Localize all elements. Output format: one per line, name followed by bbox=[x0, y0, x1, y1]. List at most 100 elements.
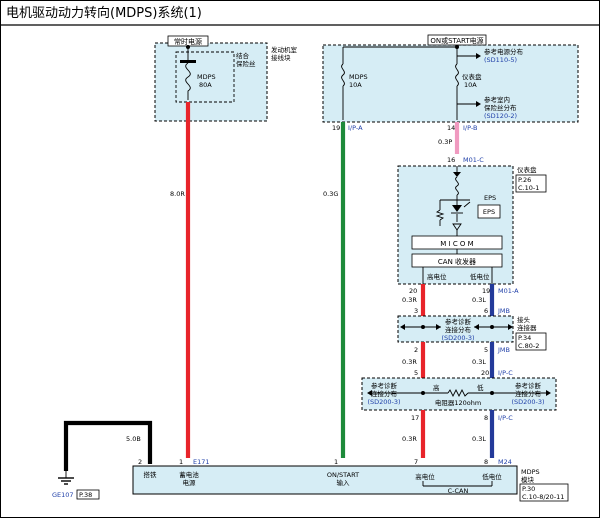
joint-low-node bbox=[490, 325, 494, 329]
mdps-page: P.30 bbox=[522, 485, 535, 493]
wire-0-3g-label: 0.3G bbox=[323, 190, 338, 198]
eps-transistor-icon bbox=[452, 223, 462, 231]
cluster-low-label: 低电位 bbox=[470, 272, 490, 281]
ign-fuse2-rating: 10A bbox=[464, 81, 477, 89]
resistor-right-ref-1: 参考诊断 bbox=[515, 381, 542, 390]
mdps-name-1: MDPS bbox=[521, 468, 540, 476]
pin-ip-a-conn: I/P-A bbox=[348, 124, 363, 132]
ipc-pin-5: 5 bbox=[414, 369, 418, 377]
resistor-left-arrow-icon bbox=[367, 390, 372, 396]
joint-connector-box bbox=[397, 315, 514, 343]
ipc-pin-ip-c-bottom: I/P-C bbox=[498, 414, 513, 422]
mdps-fuse-name: MDPS bbox=[197, 73, 216, 81]
ground-page-box bbox=[76, 489, 100, 500]
engine-junction-block bbox=[154, 42, 268, 122]
ground-page: P.38 bbox=[79, 491, 92, 499]
eps-indicator-text: EPS bbox=[483, 208, 495, 216]
joint-pin-3: 3 bbox=[414, 307, 418, 315]
ign-fuse1-icon bbox=[341, 63, 345, 87]
eps-indicator-box bbox=[477, 204, 501, 219]
wire-8-0r-label: 8.0R bbox=[170, 190, 185, 198]
fuse-combo-label-1: 结合 bbox=[236, 51, 250, 60]
mdps-on-label-1: ON/START bbox=[327, 471, 359, 479]
ign-fuse2-name: 仪表盘 bbox=[462, 72, 482, 81]
mdps-pin-1-power: 1 bbox=[179, 458, 183, 466]
joint-pin-jmb-bottom: JMB bbox=[497, 346, 510, 354]
page-title: 电机驱动动力转向(MDPS)系统(1) bbox=[6, 5, 202, 21]
mdps-pin-1-on: 1 bbox=[334, 458, 338, 466]
cluster-inductor-icon bbox=[455, 176, 459, 196]
wire-0-3p-label: 0.3P bbox=[438, 138, 452, 146]
mdps-pin-7: 7 bbox=[414, 458, 418, 466]
mdps-pin-e171: E171 bbox=[193, 458, 210, 466]
can-high-wire-3-label: 0.3R bbox=[402, 435, 417, 443]
ipc-pin-ip-c-top: I/P-C bbox=[498, 369, 513, 377]
resistor-low-node bbox=[490, 391, 494, 395]
mdps-ground-terminal-label: 搭铁 bbox=[144, 470, 158, 479]
mdps-pin-2: 2 bbox=[138, 458, 142, 466]
ref1-arrow-icon bbox=[476, 53, 481, 59]
can-low-wire-3-label: 0.3L bbox=[472, 435, 486, 443]
ipc-pin-20: 20 bbox=[481, 369, 489, 377]
mdps-module-box bbox=[132, 465, 518, 495]
joint-ref-code[interactable]: (SD200-3) bbox=[441, 334, 474, 342]
ipc-pin-17: 17 bbox=[411, 414, 419, 422]
resistor-right-arrow-icon bbox=[546, 390, 551, 396]
mdps-on-label-2: 输入 bbox=[337, 478, 351, 487]
resistor-low-label: 低 bbox=[477, 383, 484, 392]
cluster-conn: C.10-1 bbox=[518, 184, 539, 192]
ref2-arrow-icon bbox=[476, 101, 481, 107]
joint-pin-2: 2 bbox=[414, 346, 418, 354]
can-transceiver-label: CAN 收发器 bbox=[438, 257, 476, 266]
joint-name-2: 连接器 bbox=[517, 323, 537, 332]
joint-left-arrow-icon bbox=[400, 324, 405, 330]
can-high-wire-1-label: 0.3R bbox=[402, 296, 417, 304]
wire-5-0b bbox=[63, 420, 153, 471]
pin-m01c-num: 16 bbox=[447, 156, 455, 164]
can-low-wire-1-label: 0.3L bbox=[472, 296, 486, 304]
cluster-high-label: 高电位 bbox=[427, 272, 447, 281]
resistor-left-ref-2: 连接分布 bbox=[371, 389, 398, 398]
resistor-left-ref-code[interactable]: (SD200-3) bbox=[367, 398, 400, 406]
joint-left-inner-arrow-icon bbox=[436, 324, 441, 330]
mdps-high-label: 高电位 bbox=[415, 472, 435, 481]
resistor-high-label: 高 bbox=[433, 383, 440, 392]
joint-page: P.34 bbox=[518, 334, 531, 342]
joint-page-box bbox=[515, 332, 547, 351]
ref1-code[interactable]: (SD110-5) bbox=[484, 56, 517, 64]
pin-ip-a-num: 19 bbox=[332, 124, 340, 132]
can-high-wire-2-label: 0.3R bbox=[402, 358, 417, 366]
joint-right-arrow-icon bbox=[508, 324, 513, 330]
resistor-left-ref-1: 参考诊断 bbox=[371, 381, 398, 390]
mdps-power-label-1: 蓄电池 bbox=[179, 470, 199, 479]
mdps-conn: C.10-8/20-11 bbox=[522, 493, 564, 501]
mdps-fuse-rating: 80A bbox=[199, 81, 212, 89]
resistor-120ohm-icon bbox=[447, 388, 469, 398]
cluster-name: 仪表盘 bbox=[517, 165, 537, 174]
mdps-ccan-label: C-CAN bbox=[448, 487, 469, 495]
resistor-right-ref-code[interactable]: (SD200-3) bbox=[511, 398, 544, 406]
ign-power-header: ON或START电源 bbox=[430, 36, 483, 45]
ref2-code[interactable]: (SD120-2) bbox=[484, 112, 517, 120]
constant-power-header: 常时电源 bbox=[174, 37, 202, 46]
cluster-input-arrow-icon bbox=[453, 172, 461, 177]
joint-high-node bbox=[421, 325, 425, 329]
ipc-pin-8: 8 bbox=[484, 414, 488, 422]
ground-label: GE107 bbox=[52, 491, 74, 499]
mdps-name-2: 模块 bbox=[521, 475, 535, 484]
can-transceiver-block bbox=[411, 253, 503, 268]
mdps-pin-8: 8 bbox=[484, 458, 488, 466]
cluster-pin-20: 20 bbox=[409, 287, 417, 295]
mdps-pin-m24: M24 bbox=[498, 458, 512, 466]
fuse-inner-box bbox=[175, 51, 235, 103]
resistor-caption: 电阻器120ohm bbox=[435, 398, 481, 407]
ign-fuse1-name: MDPS bbox=[349, 73, 368, 81]
ref2-text-1: 参考室内 bbox=[484, 95, 510, 104]
fuse-bar bbox=[180, 60, 196, 63]
can-low-wire-2-label: 0.3L bbox=[472, 358, 486, 366]
pin-ip-b-num: 14 bbox=[447, 124, 455, 132]
fuse-element-icon bbox=[185, 62, 191, 100]
mdps-power-label-2: 电源 bbox=[183, 478, 197, 487]
joint-conn: C.80-2 bbox=[518, 342, 539, 350]
